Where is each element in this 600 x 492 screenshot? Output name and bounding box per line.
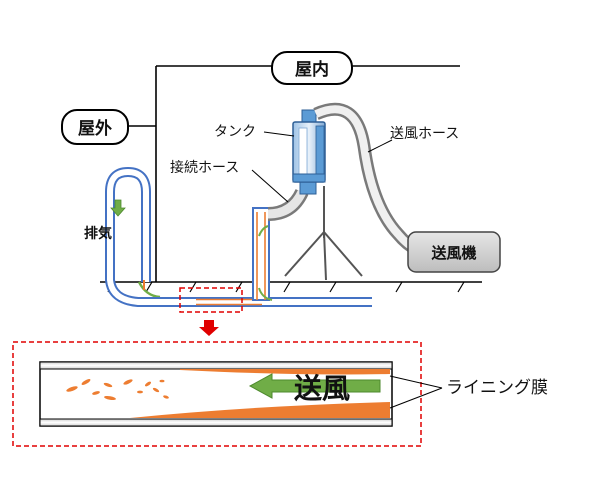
airflow-label: 送風 (294, 372, 350, 405)
exhaust-arrow-icon (110, 199, 126, 217)
exhaust-pipe (105, 166, 178, 307)
ground-line (100, 281, 482, 293)
connection-hose (267, 177, 317, 221)
connection-hose-label: 接続ホース (170, 159, 239, 176)
riser-pipe (252, 207, 273, 301)
detail-lining-film (130, 369, 390, 418)
indoor-label-text: 屋内 (295, 59, 329, 80)
detail-marker-box (179, 287, 243, 313)
blower-hose-callout: 送風ホース (367, 126, 459, 153)
tank-callout: タンク (214, 124, 295, 140)
detail-box (12, 341, 422, 447)
indoor-label: 屋内 (271, 51, 353, 85)
tank (292, 109, 326, 183)
connection-hose-callout: 接続ホース (170, 159, 289, 203)
outdoor-label-text: 屋外 (78, 118, 112, 139)
blower-label: 送風機 (430, 244, 476, 262)
lining-film-label: ライニング膜 (446, 378, 548, 398)
exhaust-label: 排気 (84, 225, 112, 242)
blower-machine: 送風機 (407, 231, 501, 273)
main-pipe (150, 297, 372, 307)
boundary-lines (128, 65, 460, 282)
blower-hose (313, 102, 421, 257)
detail-lining-droplets (66, 379, 169, 401)
tripod-stand (284, 186, 363, 281)
exhaust-callout: 排気 (84, 199, 126, 242)
tank-label: タンク (214, 124, 256, 140)
outdoor-label: 屋外 (61, 109, 129, 145)
lining-film-callout: ライニング膜 (389, 375, 548, 409)
blower-hose-label: 送風ホース (390, 126, 459, 142)
detail-down-arrow-icon (199, 320, 219, 336)
airflow-arrow-icon (248, 373, 381, 399)
